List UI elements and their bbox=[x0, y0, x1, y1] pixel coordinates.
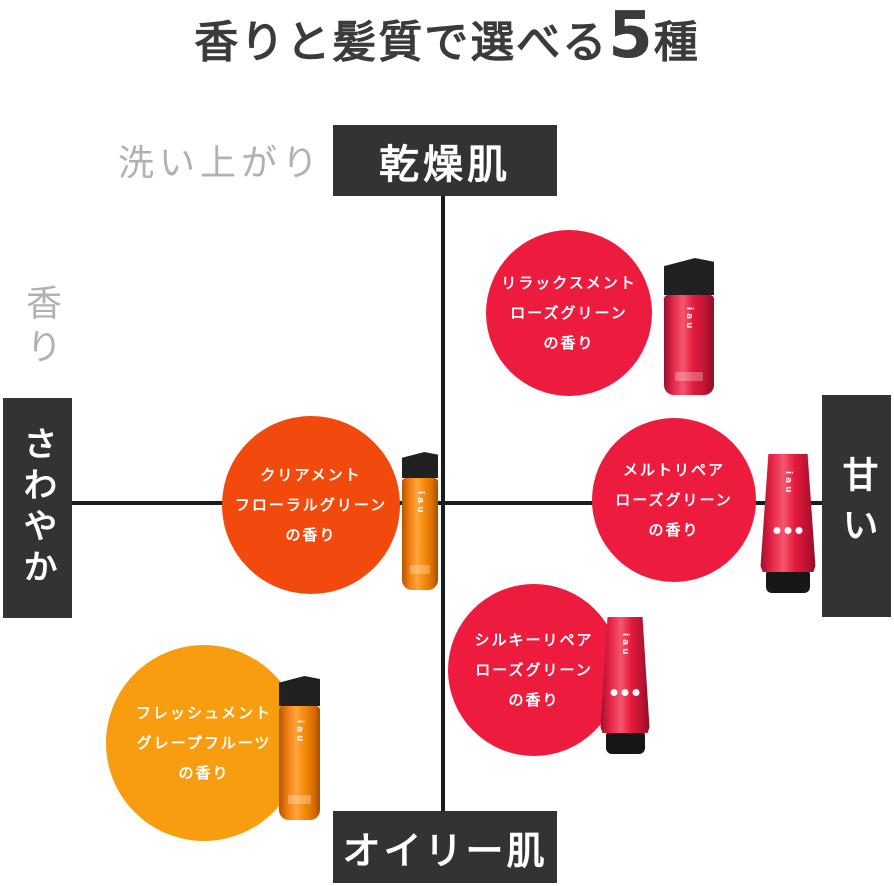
bottle-body: iau bbox=[402, 478, 438, 590]
product-scent-line: グレープフルーツ bbox=[136, 734, 272, 752]
axis-label-sweet: 甘い bbox=[822, 395, 891, 617]
horizontal-axis-line bbox=[72, 501, 822, 505]
tube-cap bbox=[766, 571, 810, 593]
title-count: 5 bbox=[608, 0, 654, 73]
tube-body: iau bbox=[600, 617, 650, 733]
product-circle-freshment: フレッシュメント グレープフルーツ の香り bbox=[106, 645, 302, 841]
product-suffix-line: の香り bbox=[178, 764, 230, 782]
shampoo-bottle-orange-image: iau bbox=[279, 676, 320, 820]
axis-label-fresh: さわやか bbox=[3, 398, 72, 618]
tube-dots-icon bbox=[784, 527, 792, 535]
axis-label-oily-skin: オイリー肌 bbox=[333, 811, 557, 883]
bottle-logo-text: iau bbox=[294, 719, 305, 745]
product-circle-relaxment: リラックスメント ローズグリーン の香り bbox=[486, 230, 652, 396]
product-scent-line: ローズグリーン bbox=[510, 304, 628, 322]
product-scent-line: ローズグリーン bbox=[615, 491, 733, 509]
product-name-line: クリアメント bbox=[260, 466, 362, 484]
bottle-cap bbox=[402, 452, 438, 478]
product-name-line: リラックスメント bbox=[501, 274, 637, 292]
bottle-cap bbox=[279, 676, 320, 706]
product-scent-line: ローズグリーン bbox=[475, 661, 593, 679]
tube-dots-icon bbox=[621, 688, 629, 696]
bottle-body: iau bbox=[664, 295, 714, 395]
tube-body: iau bbox=[760, 454, 816, 572]
bottle-logo-text: iau bbox=[415, 491, 425, 517]
product-name-line: メルトリペア bbox=[622, 461, 725, 479]
shampoo-bottle-red-image: iau bbox=[664, 258, 714, 395]
page-title: 香りと髪質で選べる 5 種 bbox=[0, 0, 894, 72]
product-circle-silkyrepair: シルキーリペア ローズグリーン の香り bbox=[448, 584, 620, 756]
tube-cap bbox=[605, 732, 645, 754]
product-name-line: シルキーリペア bbox=[474, 631, 594, 649]
product-name-line: フレッシュメント bbox=[135, 704, 272, 722]
treatment-tube-red-image: iau bbox=[760, 454, 816, 593]
tube-logo-text: iau bbox=[783, 470, 793, 496]
axis-label-dry-skin: 乾燥肌 bbox=[333, 125, 557, 196]
title-text-after: 種 bbox=[653, 17, 700, 68]
product-scent-line: フローラルグリーン bbox=[234, 496, 388, 514]
title-text-before: 香りと髪質で選べる bbox=[194, 17, 609, 68]
tube-logo-text: iau bbox=[620, 633, 630, 658]
product-suffix-line: の香り bbox=[543, 334, 595, 352]
scent-label: 香り bbox=[20, 284, 61, 372]
bottle-logo-text: iau bbox=[684, 307, 694, 332]
bottle-cap bbox=[664, 258, 714, 295]
shampoo-bottle-orange-image: iau bbox=[402, 452, 438, 590]
wash-feel-label: 洗い上がり bbox=[118, 143, 324, 184]
product-suffix-line: の香り bbox=[648, 521, 700, 539]
product-circle-meltrepair: メルトリペア ローズグリーン の香り bbox=[592, 418, 756, 582]
bottle-body: iau bbox=[279, 706, 320, 820]
product-circle-clearment: クリアメント フローラルグリーン の香り bbox=[222, 416, 400, 594]
product-suffix-line: の香り bbox=[508, 691, 560, 709]
product-suffix-line: の香り bbox=[285, 526, 337, 544]
treatment-tube-red-image: iau bbox=[600, 617, 650, 754]
